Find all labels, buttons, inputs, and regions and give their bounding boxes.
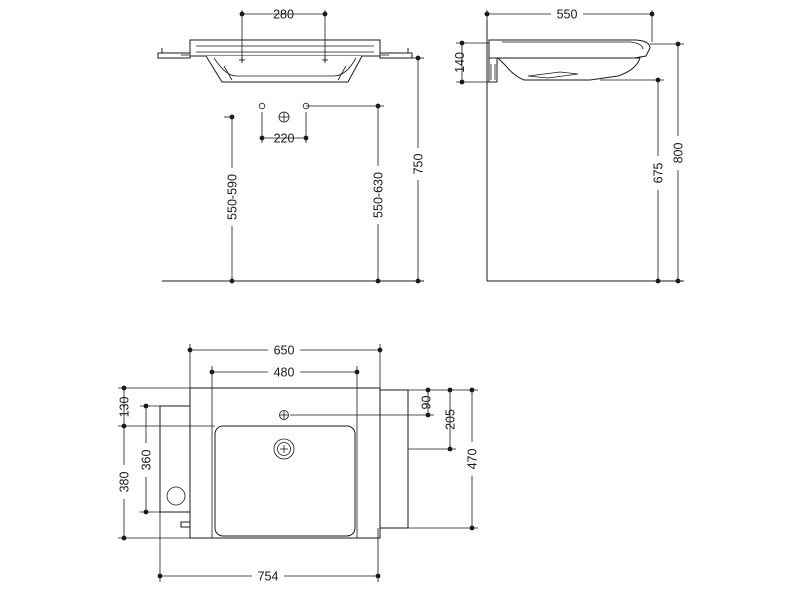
trap-circle [166,486,186,506]
dim-right-pipe-height: 550-630 [306,103,386,284]
dim-label-underside-height: 675 [652,163,666,184]
dim-label-back-offset-left: 130 [118,397,132,418]
dim-label-bracket-span: 380 [118,472,132,493]
dim-supply-spacing: 220 [259,112,309,146]
dim-label-right-pipe-height: 550-630 [372,172,386,218]
dim-label-supply-spacing: 220 [274,132,295,146]
side-elevation-view: 550 140 675 800 [453,6,686,284]
cold-supply-connection [258,102,266,110]
dim-side-rim-height: 800 [650,41,686,284]
side-wall-bracket [488,57,498,83]
dim-label-tap-spacing: 280 [273,8,294,22]
dim-label-side-rim-height: 800 [672,143,686,164]
dim-label-bracket-height: 140 [453,52,467,73]
dim-tap-spacing: 280 [239,8,328,62]
basin-front-outline: + + [157,39,413,83]
dim-bracket-height: 140 [453,40,497,85]
bowl-outline [214,425,356,537]
dim-label-bowl-back-offset: 205 [444,409,458,430]
dim-side-depth: 550 [484,6,655,42]
dim-label-tap-offset: 90 [420,396,434,410]
dim-left-pipe-height: 550-590 [224,114,240,284]
dim-label-bowl-width: 480 [274,366,295,380]
dim-tap-offset: 90 [290,387,434,418]
dim-label-side-depth: 550 [557,8,578,22]
dim-label-overall-width: 650 [274,344,295,358]
dim-bracket-length: 360 [138,403,160,515]
dim-bowl-back-offset: 205 [408,387,458,452]
dim-label-total-width: 754 [258,570,279,584]
dim-label-left-pipe-height: 550-590 [226,174,240,220]
front-elevation-view: + + 280 220 [157,8,426,284]
dim-bracket-span: 380 [116,426,190,541]
right-bracket-plan [379,389,409,529]
plan-view: 650 480 130 380 [116,342,480,584]
dim-underside-height: 675 [600,77,666,284]
dim-total-width: 754 [157,512,381,584]
supply-connections [258,102,310,123]
dim-label-overall-depth: 470 [466,449,480,470]
dim-front-rim-height: 750 [410,55,426,284]
dim-bowl-width: 480 [209,364,360,388]
basin-side-outline [488,39,651,83]
dim-overall-depth: 470 [408,387,480,531]
dim-label-bracket-length: 360 [140,450,154,471]
basin-plan-outline [189,387,381,539]
dim-label-front-rim-height: 750 [412,154,426,175]
dim-overall-width: 650 [187,342,383,388]
